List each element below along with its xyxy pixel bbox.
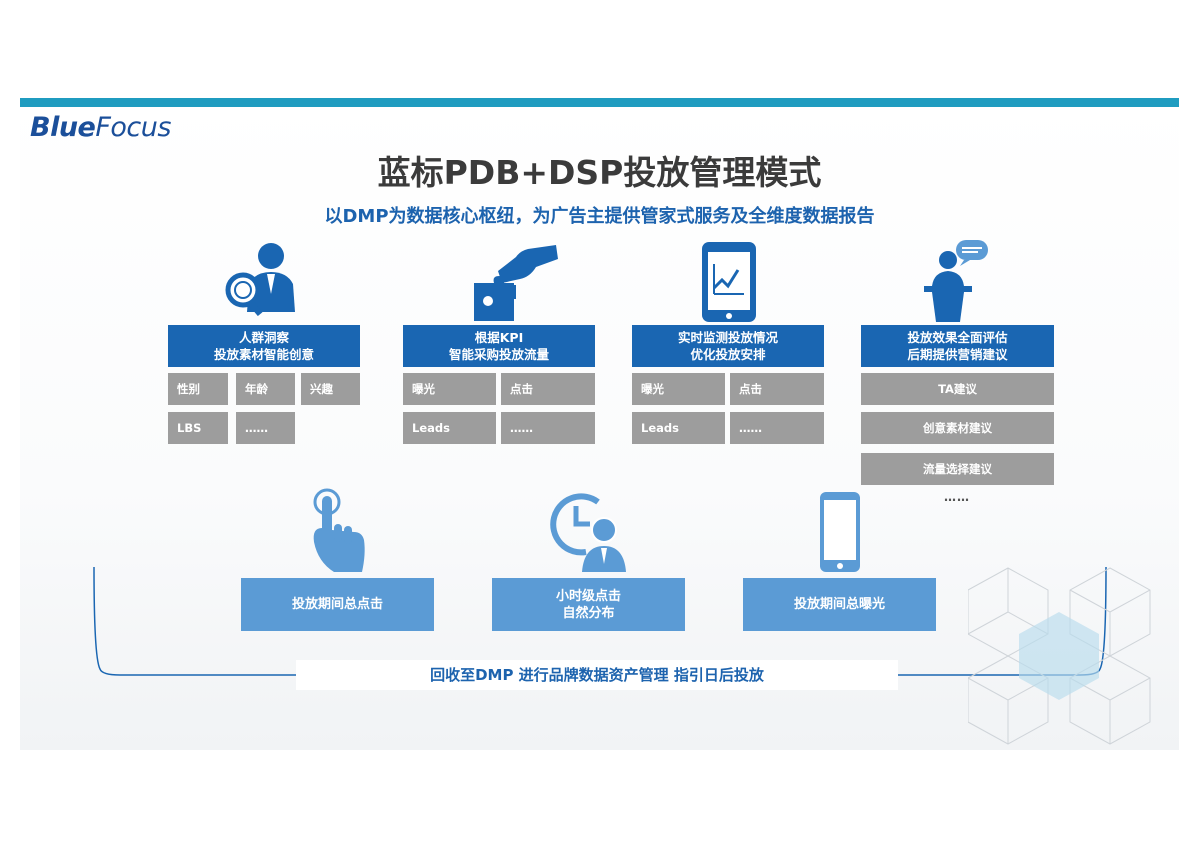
cube-pattern	[968, 567, 1151, 745]
report-total-clicks: 投放期间总点击	[241, 578, 434, 631]
person-magnifier-icon	[225, 243, 295, 316]
column-head-evaluate: 投放效果全面评估后期提供营销建议	[861, 325, 1054, 367]
tag-age: 年龄	[236, 373, 295, 405]
page-title: 蓝标PDB+DSP投放管理模式	[377, 153, 822, 192]
tablet-chart-icon	[702, 242, 756, 322]
clock-person-icon	[550, 493, 626, 572]
footer-summary: 回收至DMP 进行品牌数据资产管理 指引日后投放	[296, 660, 898, 690]
slide: BlueFocus 蓝标PDB+DSP投放管理模式 以DMP为数据核心枢纽，为广…	[20, 98, 1179, 750]
tag-impression: 曝光	[632, 373, 725, 405]
tag-more: ……	[944, 490, 970, 504]
hand-pointer-icon	[313, 488, 365, 572]
puzzle-hand-icon	[474, 245, 558, 321]
smartphone-icon	[820, 492, 860, 572]
tag-more: ……	[501, 412, 595, 444]
column-head-monitor: 实时监测投放情况优化投放安排	[632, 325, 824, 367]
tag-interest: 兴趣	[301, 373, 360, 405]
tag-ta-advice: TA建议	[861, 373, 1054, 405]
top-accent-bar	[20, 98, 1179, 107]
column-head-insight: 人群洞察投放素材智能创意	[168, 325, 360, 367]
tag-more: ……	[236, 412, 295, 444]
tag-click: 点击	[730, 373, 824, 405]
tag-traffic-advice: 流量选择建议	[861, 453, 1054, 485]
tag-lbs: LBS	[168, 412, 228, 444]
tag-creative-advice: 创意素材建议	[861, 412, 1054, 444]
bluefocus-logo: BlueFocus	[30, 112, 171, 143]
page-subtitle: 以DMP为数据核心枢纽，为广告主提供管家式服务及全维度数据报告	[324, 206, 875, 227]
tag-impression: 曝光	[403, 373, 496, 405]
tag-gender: 性别	[168, 373, 228, 405]
tag-click: 点击	[501, 373, 595, 405]
tag-leads: Leads	[632, 412, 725, 444]
speaker-podium-icon	[924, 240, 988, 322]
tag-leads: Leads	[403, 412, 496, 444]
tag-more: ……	[730, 412, 824, 444]
report-hourly-clicks: 小时级点击自然分布	[492, 578, 685, 631]
report-total-impressions: 投放期间总曝光	[743, 578, 936, 631]
